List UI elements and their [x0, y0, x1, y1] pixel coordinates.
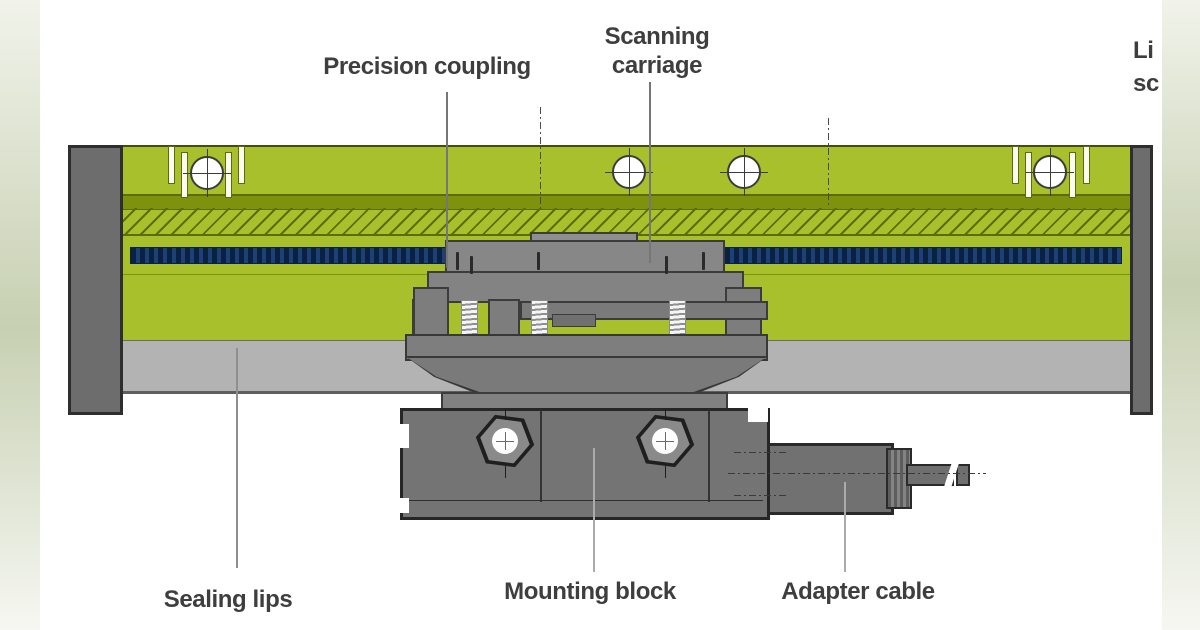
scanning-unit-step — [552, 314, 596, 327]
mounting-slot — [238, 146, 245, 184]
coupling-spring-icon — [461, 300, 478, 336]
adapter-cable-connector — [756, 443, 894, 515]
mounting-hole-crosshair-icon — [605, 148, 653, 196]
scanning-carriage-label-line1: Scanning — [604, 23, 710, 50]
adapter-cable-label: Adapter cable — [781, 578, 935, 605]
block-divider — [708, 410, 710, 502]
mounting-slot — [1069, 152, 1076, 198]
adjust-pin — [702, 252, 705, 270]
mounting-slot — [1083, 146, 1090, 184]
mounting-slot — [181, 152, 188, 198]
block-notch — [748, 404, 768, 422]
bolt-centerline-stub — [505, 408, 506, 420]
block-notch — [396, 424, 409, 448]
mounting-block — [400, 408, 770, 520]
carriage-boat — [408, 358, 765, 392]
left-end-cap — [68, 145, 123, 415]
carriage-post — [488, 299, 520, 339]
coupling-spring-icon — [669, 300, 686, 336]
mounting-block-label: Mounting block — [504, 578, 676, 605]
mounting-block-leader — [593, 448, 595, 572]
adjust-pin — [537, 252, 540, 270]
scanning-carriage-label-line2: carriage — [611, 52, 703, 79]
linear-scale-label-line1: Li — [1133, 37, 1154, 64]
mounting-hole-crosshair-icon — [720, 148, 768, 196]
cable-centerline — [728, 473, 986, 474]
right-end-cap — [1130, 145, 1153, 415]
hidden-edge-line — [734, 452, 788, 453]
adjust-pin — [665, 256, 668, 274]
centerline — [540, 107, 541, 208]
hidden-edge-line — [734, 495, 788, 496]
scanning-carriage-flange — [427, 271, 744, 303]
mounting-slot — [1012, 146, 1019, 184]
sealing-lips-leader — [236, 348, 238, 568]
scanning-carriage-body — [445, 240, 725, 275]
coupling-spring-icon — [531, 300, 548, 336]
mounting-slot — [168, 146, 175, 184]
right-gradient-strip — [1162, 0, 1200, 630]
adjust-pin — [456, 252, 459, 270]
left-gradient-strip — [0, 0, 40, 630]
bolt-centerline-stub — [665, 466, 666, 478]
scanning-carriage-label: Scanning carriage — [605, 22, 710, 80]
cable-stub — [956, 464, 970, 486]
sealing-lips-label: Sealing lips — [163, 586, 293, 613]
precision-coupling-label: Precision coupling — [323, 53, 531, 80]
carriage-cheek — [413, 287, 449, 338]
linear-scale-label-line2: sc — [1133, 70, 1159, 97]
mounting-slot — [225, 152, 232, 198]
bolt-centerline-stub — [665, 408, 666, 420]
bolt-centerline-stub — [505, 466, 506, 478]
adapter-cable-leader — [844, 482, 846, 572]
linear-scale-partial-label: Li sc — [1133, 34, 1159, 100]
block-divider — [540, 410, 542, 502]
mounting-hole-crosshair-icon — [183, 149, 231, 197]
mounting-hole-crosshair-icon — [1026, 148, 1074, 196]
centerline — [828, 118, 829, 208]
adjust-pin — [470, 256, 473, 274]
precision-coupling-leader — [446, 92, 448, 268]
block-bottom-line — [403, 500, 763, 501]
mounting-slot — [1025, 152, 1032, 198]
scanning-carriage-leader — [649, 82, 651, 263]
block-notch — [396, 498, 409, 513]
